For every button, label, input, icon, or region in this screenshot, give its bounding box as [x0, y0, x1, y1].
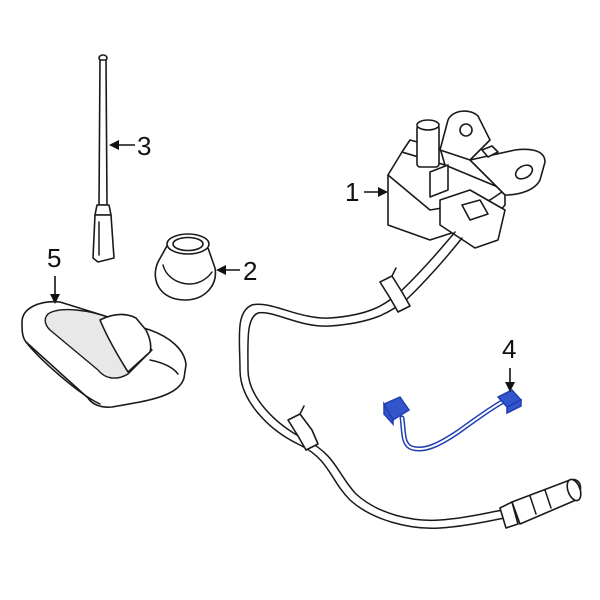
- callout-4-number: 4: [502, 334, 516, 364]
- jumper-cable-part[interactable]: [382, 389, 523, 452]
- antenna-amplifier-bracket-part[interactable]: [387, 110, 546, 249]
- callout-1-number: 1: [345, 177, 359, 207]
- callout-3-number: 3: [137, 131, 151, 161]
- callout-2-number: 2: [243, 256, 257, 286]
- antenna-mast-part[interactable]: [92, 54, 115, 263]
- shark-fin-antenna-part[interactable]: [21, 300, 187, 408]
- gasket-part[interactable]: [154, 233, 217, 301]
- callout-5-number: 5: [47, 243, 61, 273]
- antenna-cable-part[interactable]: [238, 231, 583, 529]
